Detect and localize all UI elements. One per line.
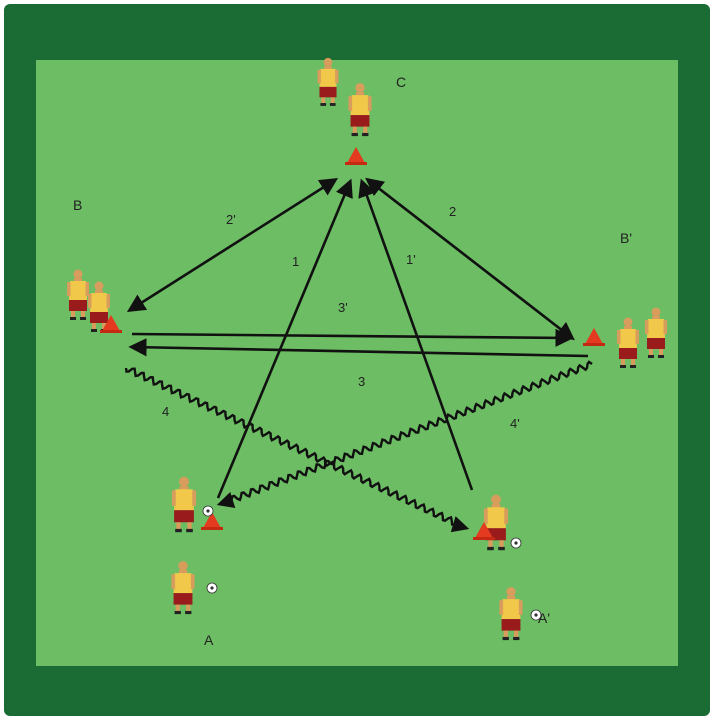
arrow-label-3: 3	[358, 374, 365, 389]
arrow-label-4-prime: 4'	[510, 416, 520, 431]
arrow-label-3-prime: 3'	[338, 300, 348, 315]
arrow-label-2-prime: 2'	[226, 212, 236, 227]
position-label-c: C	[396, 74, 406, 90]
position-label-b: B	[73, 197, 82, 213]
ball	[511, 538, 521, 548]
ball	[207, 583, 217, 593]
position-label-a: A	[204, 632, 213, 648]
arrow-label-1-prime: 1'	[406, 252, 416, 267]
position-label-b-prime: B'	[620, 230, 632, 246]
arrow-label-2: 2	[449, 204, 456, 219]
ball	[203, 506, 213, 516]
arrow-label-1: 1	[292, 254, 299, 269]
position-label-a-prime: A'	[538, 610, 550, 626]
arrow-label-4: 4	[162, 404, 169, 419]
